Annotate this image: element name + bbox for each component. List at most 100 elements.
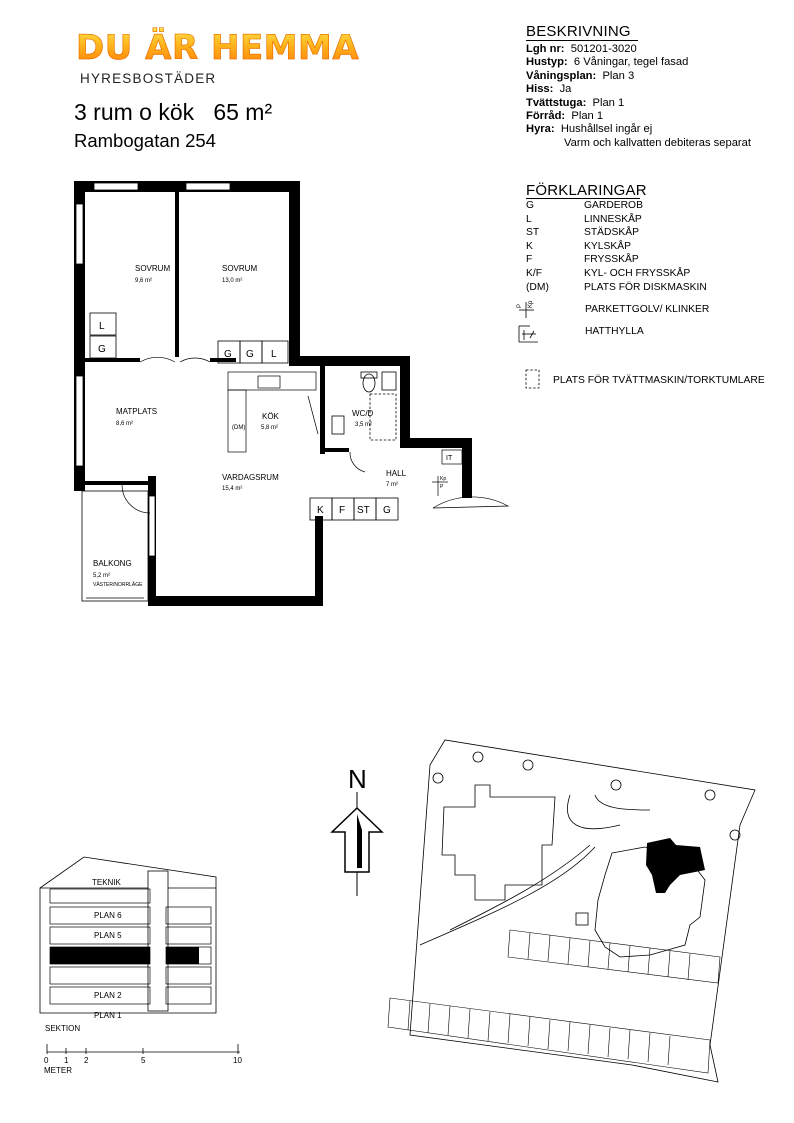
scale-tick: 5 <box>141 1056 146 1065</box>
room-name: MATPLATS <box>116 407 157 416</box>
description-list: Lgh nr: 501201-3020 Hustyp: 6 Våningar, … <box>526 43 751 150</box>
room-name: SOVRUM <box>222 264 257 273</box>
description-row: Hustyp: 6 Våningar, tegel fasad <box>526 56 689 69</box>
legend-floor-label: PARKETTGOLV/ KLINKER <box>585 304 710 315</box>
room-area: 5,8 m² <box>261 425 278 431</box>
apartment-address: Rambogatan 254 <box>74 130 216 151</box>
floor-code: Kp <box>440 476 446 482</box>
room-name: KÖK <box>262 412 280 421</box>
section-floor-label: PLAN 2 <box>94 991 122 1000</box>
cabinet-label: K <box>317 505 324 516</box>
description-heading: BESKRIVNING <box>526 23 631 40</box>
cabinet-label: ST <box>357 505 370 516</box>
highlighted-floor <box>50 947 199 964</box>
legend-floor-code: Kp <box>528 300 534 308</box>
scale-unit: METER <box>44 1066 72 1075</box>
scale-bar: 0 1 2 5 10 METER <box>44 1044 242 1075</box>
balcony <box>81 490 149 602</box>
windows <box>75 182 231 557</box>
room-name: VARDAGSRUM <box>222 473 279 482</box>
apartment-title: 3 rum o kök 65 m² <box>74 99 273 125</box>
section-floor-label: PLAN 3 <box>94 971 122 980</box>
room-name: BALKONG <box>93 559 132 568</box>
cabinet-label: G <box>98 344 106 355</box>
cabinet-label: F <box>339 505 345 516</box>
room-area: 13,0 m² <box>222 278 242 284</box>
floor-code: P <box>440 484 444 490</box>
section-floor-label: PLAN 6 <box>94 911 122 920</box>
cabinet-label: L <box>271 349 277 360</box>
room-area: 5,2 m² <box>93 573 110 579</box>
floor-plan: SOVRUM 9,6 m² SOVRUM 13,0 m² MATPLATS 8,… <box>74 181 510 606</box>
description-row: Lgh nr: 501201-3020 <box>526 43 637 55</box>
cabinet-label: G <box>383 505 391 516</box>
site-plan <box>387 739 756 1083</box>
legend-floor-code: P <box>517 304 523 308</box>
scale-tick: 2 <box>84 1056 89 1065</box>
scale-tick: 10 <box>233 1056 242 1065</box>
description-underline <box>526 40 638 42</box>
interior-walls <box>82 192 349 485</box>
room-area: 3,5 m² <box>355 422 372 428</box>
bathroom-fixtures <box>331 371 397 441</box>
cabinet-label: G <box>246 349 254 360</box>
dm-label: (DM) <box>232 425 245 431</box>
section-floor-label: PLAN 4 <box>94 951 122 960</box>
room-area: 8,6 m² <box>116 421 133 427</box>
description-row: Hyra: Hushållsel ingår ej <box>526 123 653 136</box>
section-floor-label: PLAN 5 <box>94 931 122 940</box>
cabinet-labels: L G G G L K F ST G <box>98 321 391 516</box>
legend-symbols: P Kp <box>517 300 540 389</box>
scale-tick: 0 <box>44 1056 49 1065</box>
room-name: WC/D <box>352 409 374 418</box>
north-letter: N <box>348 764 367 794</box>
room-labels: SOVRUM 9,6 m² SOVRUM 13,0 m² MATPLATS 8,… <box>93 264 453 588</box>
description-row: Tvättstuga: Plan 1 <box>526 96 625 109</box>
section-floor-label: PLAN 1 <box>94 1011 122 1020</box>
brand-logo: DU ÄR HEMMA <box>76 28 360 69</box>
laundry-space-icon <box>525 369 540 389</box>
description-row: Våningsplan: Plan 3 <box>526 69 635 82</box>
section-label: SEKTION <box>45 1024 80 1033</box>
legend-underline <box>526 198 640 200</box>
description-row: Hiss: Ja <box>526 83 572 96</box>
tree-icons <box>432 751 741 841</box>
rent-note: Varm och kallvatten debiteras separat <box>564 136 751 149</box>
cabinets <box>89 312 399 521</box>
section-floors <box>49 888 212 1005</box>
legend-heading: FÖRKLARINGAR <box>526 182 647 199</box>
room-name: SOVRUM <box>135 264 170 273</box>
description-row: Förråd: Plan 1 <box>526 110 604 123</box>
balcony-orientation: VÄSTER/NORRLÄGE <box>93 581 143 588</box>
north-arrow: N <box>330 764 384 896</box>
door-swings <box>121 356 510 514</box>
legend-hat-label: HATTHYLLA <box>585 326 644 337</box>
parking-rows <box>387 929 721 1074</box>
legend-item: (DM)PLATS FÖR DISKMASKIN <box>526 281 707 293</box>
cabinet-label: L <box>99 321 105 332</box>
exterior-walls <box>74 181 472 606</box>
room-area: 15,4 m² <box>222 486 242 492</box>
section-diagram: TEKNIK PLAN 6 PLAN 5 PLAN 4 PLAN 3 PLAN … <box>39 856 217 1033</box>
highlighted-building <box>646 838 705 893</box>
legend-laundry-label: PLATS FÖR TVÄTTMASKIN/TORKTUMLARE <box>553 375 765 386</box>
parquet-tile-icon: P Kp <box>517 300 534 318</box>
hat-shelf-icon <box>518 325 538 343</box>
scale-tick: 1 <box>64 1056 69 1065</box>
it-label: IT <box>446 455 453 462</box>
brand-subtitle: HYRESBOSTÄDER <box>80 71 217 86</box>
hall-fixtures <box>432 449 463 496</box>
cabinet-label: G <box>224 349 232 360</box>
kitchen-counter <box>227 371 319 453</box>
section-floor-label: TEKNIK <box>92 878 122 887</box>
section-floor-labels: TEKNIK PLAN 6 PLAN 5 PLAN 4 PLAN 3 PLAN … <box>92 878 122 1020</box>
room-area: 7 m² <box>386 482 398 488</box>
room-area: 9,6 m² <box>135 278 152 284</box>
room-name: HALL <box>386 469 407 478</box>
